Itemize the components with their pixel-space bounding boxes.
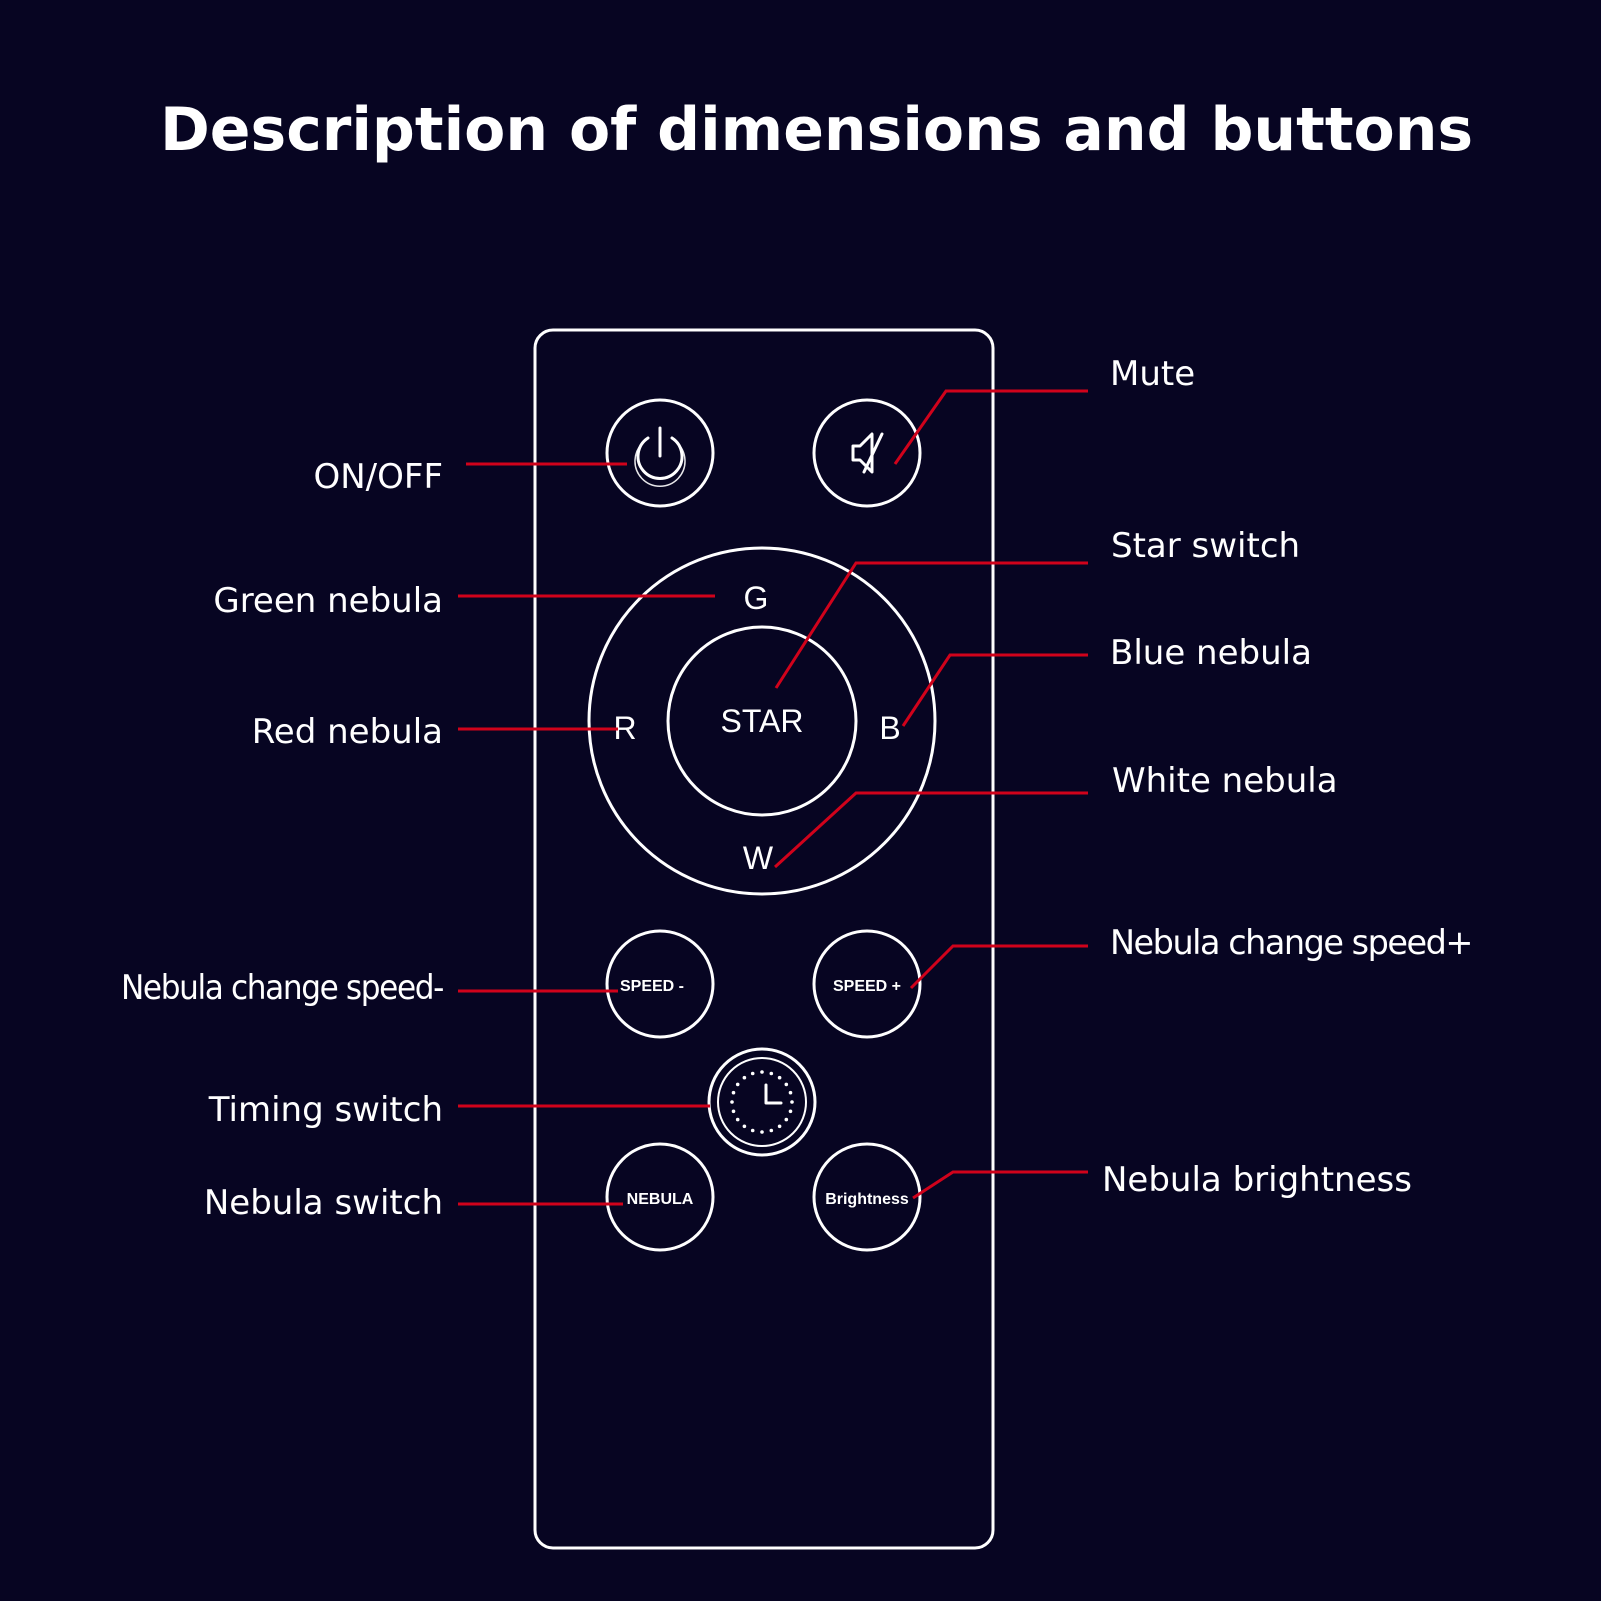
clock-dot bbox=[750, 1071, 755, 1076]
clock-dot bbox=[788, 1109, 793, 1114]
power-button[interactable] bbox=[605, 398, 715, 508]
clock-dot bbox=[777, 1124, 782, 1129]
clock-dot bbox=[790, 1100, 794, 1104]
clock-dot bbox=[742, 1075, 747, 1080]
clock-dot bbox=[731, 1109, 736, 1114]
leader-mute bbox=[893, 389, 1088, 465]
clock-dot bbox=[777, 1075, 782, 1080]
timer-button[interactable] bbox=[707, 1047, 817, 1157]
leader-nebula-brightness bbox=[912, 1170, 1088, 1200]
speed-plus-label: SPEED + bbox=[833, 978, 901, 995]
clock-icon bbox=[730, 1070, 794, 1134]
color-ring bbox=[587, 546, 937, 896]
nebula-switch-button[interactable]: NEBULA bbox=[605, 1142, 715, 1252]
clock-dot bbox=[750, 1128, 755, 1133]
clock-dot bbox=[735, 1082, 740, 1087]
callout-nebula-switch: Nebula switch bbox=[204, 1183, 443, 1223]
star-button[interactable]: STAR bbox=[666, 625, 858, 817]
power-icon bbox=[634, 426, 686, 487]
callout-speed-plus: Nebula change speed+ bbox=[1110, 923, 1472, 963]
speed-plus-button[interactable]: SPEED + bbox=[812, 929, 922, 1039]
clock-dot bbox=[784, 1082, 789, 1087]
leader-star-switch bbox=[774, 561, 1088, 689]
clock-dot bbox=[742, 1124, 747, 1129]
callout-timing-switch: Timing switch bbox=[208, 1090, 443, 1130]
clock-dot bbox=[760, 1070, 764, 1074]
star-button-label: STAR bbox=[721, 703, 804, 739]
clock-dot bbox=[735, 1117, 740, 1122]
clock-dot bbox=[731, 1090, 736, 1095]
callout-red-nebula: Red nebula bbox=[252, 712, 443, 752]
callout-mute: Mute bbox=[1110, 354, 1195, 394]
callout-blue-nebula: Blue nebula bbox=[1110, 633, 1312, 673]
mute-button[interactable] bbox=[812, 398, 922, 508]
callout-green-nebula: Green nebula bbox=[213, 581, 443, 621]
leader-speed-plus bbox=[909, 944, 1088, 990]
leader-lines bbox=[458, 389, 1088, 1206]
callout-nebula-brightness: Nebula brightness bbox=[1102, 1160, 1412, 1200]
callout-on-off: ON/OFF bbox=[313, 457, 443, 497]
white-nebula-button[interactable]: W bbox=[743, 840, 774, 876]
callout-speed-minus: Nebula change speed- bbox=[121, 968, 443, 1008]
leader-white-nebula bbox=[773, 791, 1088, 869]
page-title: Description of dimensions and buttons bbox=[160, 95, 1473, 165]
green-nebula-button[interactable]: G bbox=[744, 580, 769, 616]
clock-dot bbox=[769, 1128, 774, 1133]
clock-dot bbox=[784, 1117, 789, 1122]
brightness-button-label: Brightness bbox=[825, 1191, 909, 1208]
clock-dot bbox=[769, 1071, 774, 1076]
leader-blue-nebula bbox=[901, 653, 1088, 727]
callout-white-nebula: White nebula bbox=[1112, 761, 1338, 801]
clock-dot bbox=[730, 1100, 734, 1104]
clock-dot bbox=[760, 1130, 764, 1134]
callout-star-switch: Star switch bbox=[1111, 526, 1300, 566]
clock-dot bbox=[788, 1090, 793, 1095]
brightness-button[interactable]: Brightness bbox=[812, 1142, 922, 1252]
red-nebula-button[interactable]: R bbox=[613, 710, 636, 746]
blue-nebula-button[interactable]: B bbox=[879, 710, 900, 746]
remote-body bbox=[533, 328, 995, 1550]
speaker-mute-icon bbox=[851, 432, 884, 474]
speed-minus-label: SPEED - bbox=[620, 978, 684, 995]
speed-minus-button[interactable]: SPEED - bbox=[605, 929, 715, 1039]
nebula-button-label: NEBULA bbox=[627, 1191, 694, 1208]
